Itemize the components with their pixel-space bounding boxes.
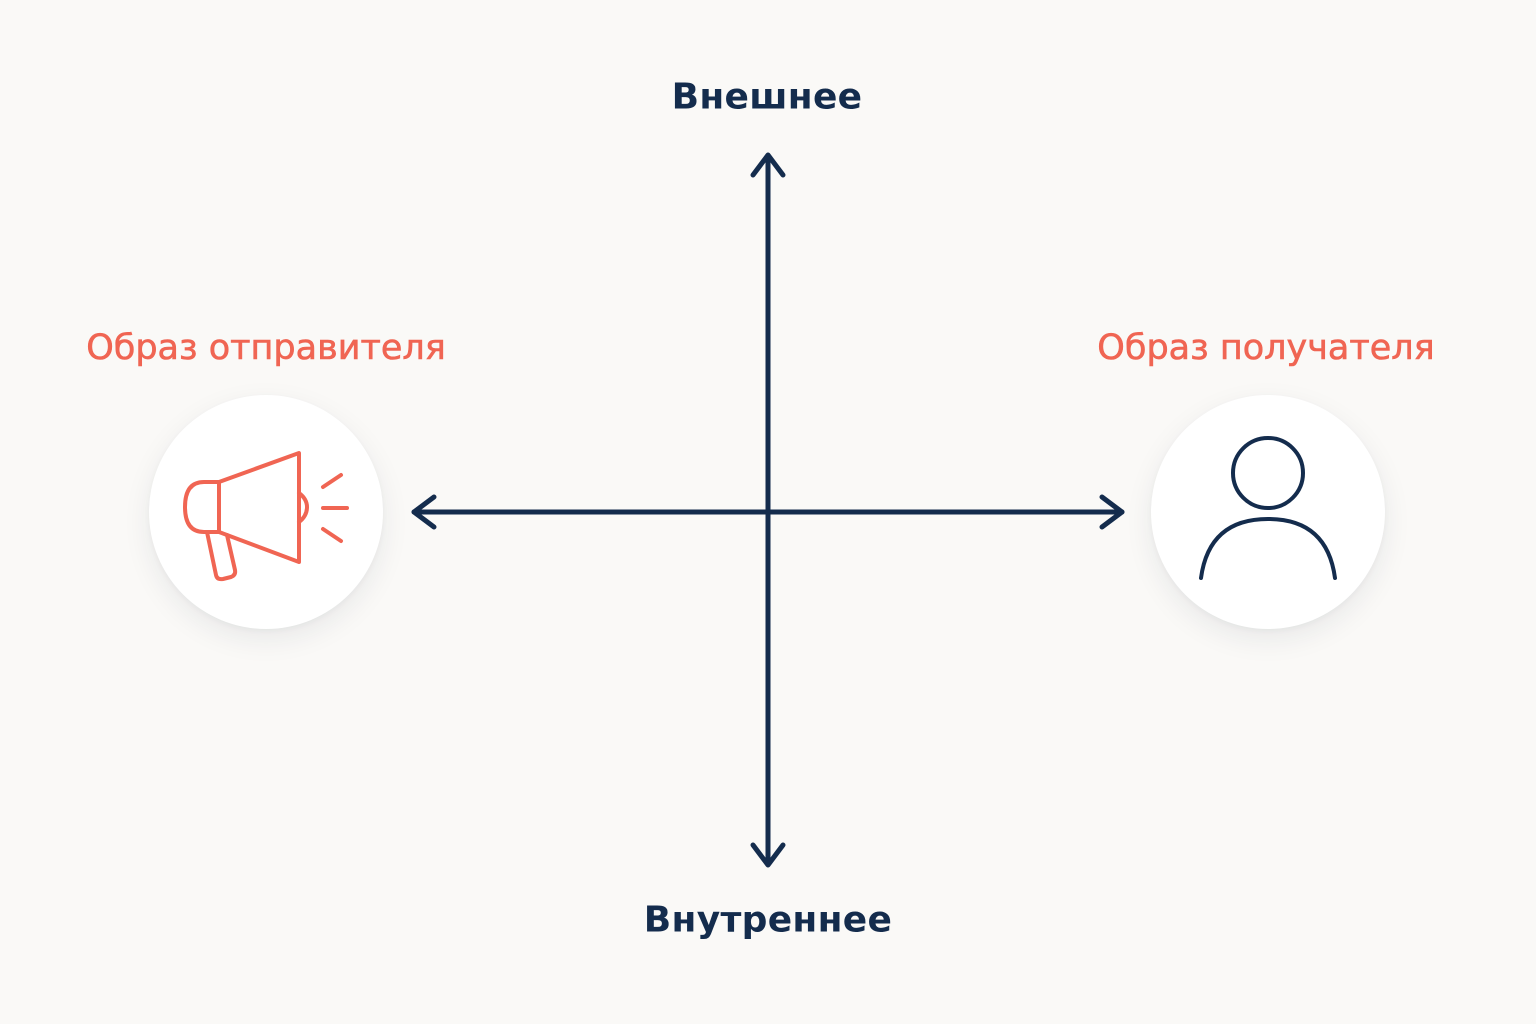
receiver-node — [1151, 395, 1385, 629]
arrow-up-icon — [750, 152, 786, 178]
arrow-down-icon — [750, 842, 786, 868]
sender-label: Образ отправителя — [86, 328, 446, 369]
person-icon — [1199, 436, 1337, 580]
receiver-label: Образ получателя — [1097, 328, 1435, 369]
arrow-left-icon — [411, 494, 437, 530]
axis-label-external: Внешнее — [671, 76, 863, 118]
megaphone-icon — [183, 451, 349, 582]
axis-label-internal: Внутреннее — [643, 899, 893, 941]
arrow-right-icon — [1099, 494, 1125, 530]
sender-node — [149, 395, 383, 629]
